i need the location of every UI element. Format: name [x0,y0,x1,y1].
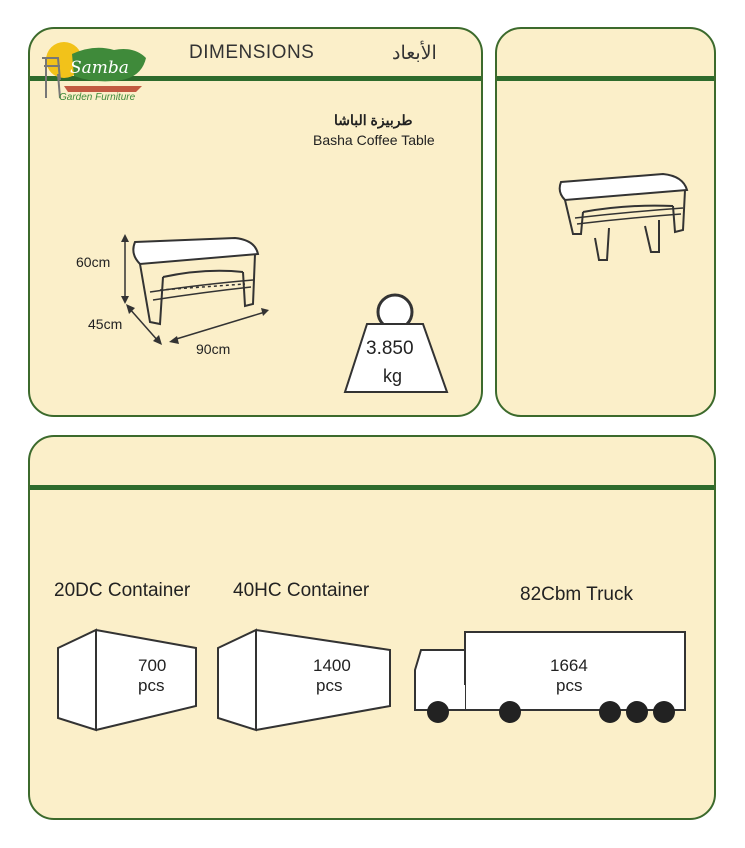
header-divider [30,76,481,81]
weight-icon [343,293,449,393]
container-20dc-icon [57,628,197,732]
truck-icon [414,631,686,723]
quantity-truck: 1664 [550,656,588,675]
shipping-label-truck: 82Cbm Truck [520,584,633,605]
quantity-40hc: 1400 [313,656,351,675]
unit-20dc: pcs [138,676,165,695]
brand-name: Samba [70,58,129,78]
brand-tagline: Garden Furniture [59,92,136,103]
title-arabic: الأبعاد [392,43,437,64]
height-label: 60cm [76,254,111,270]
unit-truck: pcs [556,676,583,695]
weight-unit: kg [383,366,403,386]
shipping-divider [30,485,714,490]
title-english: DIMENSIONS [189,42,315,63]
product-name-english: Basha Coffee Table [313,132,435,148]
unit-40hc: pcs [316,676,343,695]
product-name-arabic: طربيزة الباشا [334,112,413,128]
logo-graphic [42,42,146,99]
shipping-label-20dc: 20DC Container [54,580,191,601]
shipping-panel [28,435,716,820]
container-40hc-icon [217,628,391,732]
brand-logo: Samba Garden Furniture [34,36,149,104]
table-preview-image [558,172,689,261]
table-dimension-drawing [121,234,269,345]
width-label: 90cm [196,341,231,357]
quantity-20dc: 700 [138,656,167,675]
preview-panel [495,27,716,417]
weight-value: 3.850 [366,338,414,359]
depth-label: 45cm [88,316,123,332]
preview-divider [497,76,714,81]
shipping-label-40hc: 40HC Container [233,580,370,601]
